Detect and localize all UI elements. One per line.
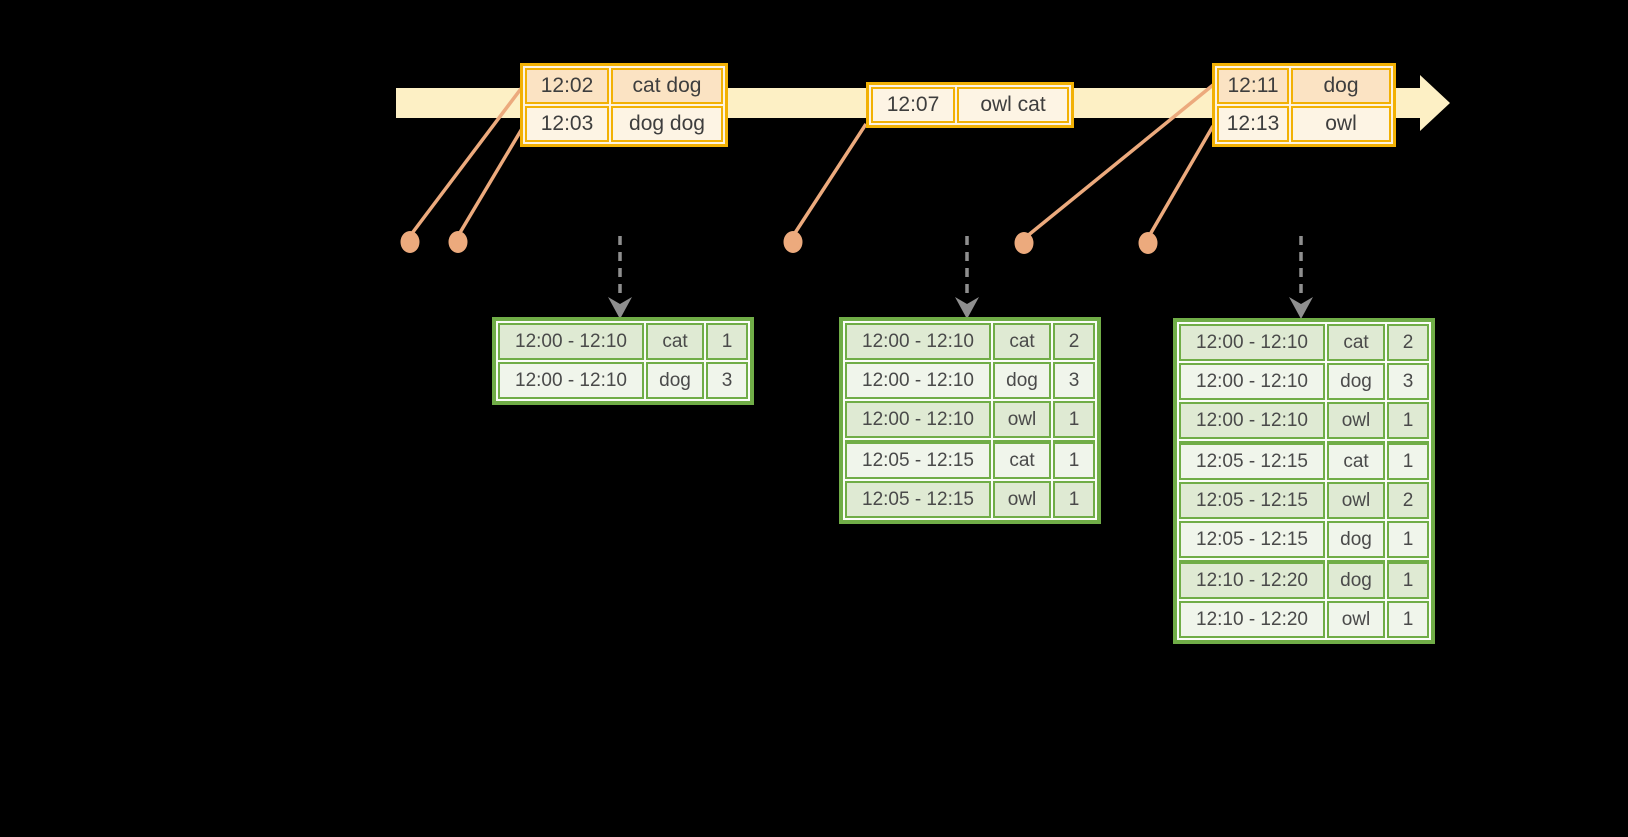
count-cell: 2	[1053, 323, 1095, 360]
count-cell: 1	[1387, 441, 1429, 480]
word-cell: owl	[993, 481, 1051, 518]
event-words-cell: dog dog	[611, 106, 723, 142]
window-cell: 12:00 - 12:10	[498, 323, 644, 360]
word-cell: cat	[1327, 441, 1385, 480]
window-cell: 12:00 - 12:10	[1179, 402, 1325, 439]
event-words-cell: owl cat	[957, 87, 1069, 123]
window-cell: 12:05 - 12:15	[845, 440, 991, 479]
result-row: 12:00 - 12:10 cat 2	[1179, 324, 1429, 361]
window-cell: 12:00 - 12:10	[845, 362, 991, 399]
event-time-cell: 12:11	[1217, 68, 1289, 104]
result-row: 12:00 - 12:10 dog 3	[498, 362, 748, 399]
event-table-2: 12:07 owl cat	[866, 82, 1074, 128]
event-time-cell: 12:07	[871, 87, 955, 123]
result-row: 12:05 - 12:15 cat 1	[1179, 441, 1429, 480]
event-row: 12:11 dog	[1217, 68, 1391, 104]
word-cell: dog	[1327, 560, 1385, 599]
count-cell: 1	[706, 323, 748, 360]
word-cell: owl	[993, 401, 1051, 438]
word-cell: cat	[646, 323, 704, 360]
trigger-arrowhead	[608, 297, 632, 319]
event-words-cell: cat dog	[611, 68, 723, 104]
window-cell: 12:00 - 12:10	[498, 362, 644, 399]
result-row: 12:10 - 12:20 owl 1	[1179, 601, 1429, 638]
count-cell: 1	[1387, 601, 1429, 638]
word-cell: dog	[1327, 521, 1385, 558]
count-cell: 3	[1053, 362, 1095, 399]
event-dot	[448, 231, 468, 253]
word-cell: dog	[646, 362, 704, 399]
event-dot	[1014, 232, 1034, 254]
window-cell: 12:10 - 12:20	[1179, 560, 1325, 599]
result-row: 12:05 - 12:15 dog 1	[1179, 521, 1429, 558]
word-cell: cat	[1327, 324, 1385, 361]
event-dot	[783, 231, 803, 253]
count-cell: 3	[706, 362, 748, 399]
word-cell: owl	[1327, 601, 1385, 638]
result-table-2: 12:00 - 12:10 cat 2 12:00 - 12:10 dog 3 …	[839, 317, 1101, 524]
count-cell: 1	[1053, 401, 1095, 438]
event-row: 12:13 owl	[1217, 106, 1391, 142]
event-connector-line	[791, 123, 868, 237]
count-cell: 1	[1387, 560, 1429, 599]
event-connector-line	[456, 121, 528, 237]
result-row: 12:00 - 12:10 owl 1	[845, 401, 1095, 438]
event-table-1: 12:02 cat dog 12:03 dog dog	[520, 63, 728, 147]
result-row: 12:00 - 12:10 owl 1	[1179, 402, 1429, 439]
event-words-cell: dog	[1291, 68, 1391, 104]
event-connector-line	[1146, 125, 1215, 239]
result-row: 12:05 - 12:15 owl 2	[1179, 482, 1429, 519]
event-words-cell: owl	[1291, 106, 1391, 142]
result-row: 12:00 - 12:10 dog 3	[1179, 363, 1429, 400]
count-cell: 2	[1387, 482, 1429, 519]
window-cell: 12:00 - 12:10	[1179, 324, 1325, 361]
event-dot	[400, 231, 420, 253]
event-row: 12:03 dog dog	[525, 106, 723, 142]
count-cell: 1	[1387, 521, 1429, 558]
word-cell: cat	[993, 323, 1051, 360]
event-dot	[1138, 232, 1158, 254]
result-table-3: 12:00 - 12:10 cat 2 12:00 - 12:10 dog 3 …	[1173, 318, 1435, 644]
result-row: 12:00 - 12:10 cat 2	[845, 323, 1095, 360]
count-cell: 1	[1053, 440, 1095, 479]
word-cell: cat	[993, 440, 1051, 479]
window-cell: 12:05 - 12:15	[1179, 521, 1325, 558]
word-cell: dog	[1327, 363, 1385, 400]
count-cell: 3	[1387, 363, 1429, 400]
result-row: 12:10 - 12:20 dog 1	[1179, 560, 1429, 599]
result-table-1: 12:00 - 12:10 cat 1 12:00 - 12:10 dog 3	[492, 317, 754, 405]
event-row: 12:07 owl cat	[871, 87, 1069, 123]
event-time-cell: 12:03	[525, 106, 609, 142]
result-row: 12:05 - 12:15 owl 1	[845, 481, 1095, 518]
count-cell: 1	[1387, 402, 1429, 439]
timeline-arrowhead	[1420, 75, 1450, 131]
word-cell: dog	[993, 362, 1051, 399]
trigger-arrowhead	[955, 297, 979, 319]
window-cell: 12:10 - 12:20	[1179, 601, 1325, 638]
count-cell: 2	[1387, 324, 1429, 361]
trigger-arrowhead	[1289, 297, 1313, 319]
result-row: 12:00 - 12:10 cat 1	[498, 323, 748, 360]
window-cell: 12:00 - 12:10	[845, 401, 991, 438]
count-cell: 1	[1053, 481, 1095, 518]
window-cell: 12:00 - 12:10	[1179, 363, 1325, 400]
event-time-cell: 12:13	[1217, 106, 1289, 142]
word-cell: owl	[1327, 482, 1385, 519]
window-cell: 12:05 - 12:15	[845, 481, 991, 518]
event-time-cell: 12:02	[525, 68, 609, 104]
result-row: 12:00 - 12:10 dog 3	[845, 362, 1095, 399]
window-cell: 12:05 - 12:15	[1179, 482, 1325, 519]
event-row: 12:02 cat dog	[525, 68, 723, 104]
window-cell: 12:05 - 12:15	[1179, 441, 1325, 480]
event-table-3: 12:11 dog 12:13 owl	[1212, 63, 1396, 147]
word-cell: owl	[1327, 402, 1385, 439]
result-row: 12:05 - 12:15 cat 1	[845, 440, 1095, 479]
window-cell: 12:00 - 12:10	[845, 323, 991, 360]
